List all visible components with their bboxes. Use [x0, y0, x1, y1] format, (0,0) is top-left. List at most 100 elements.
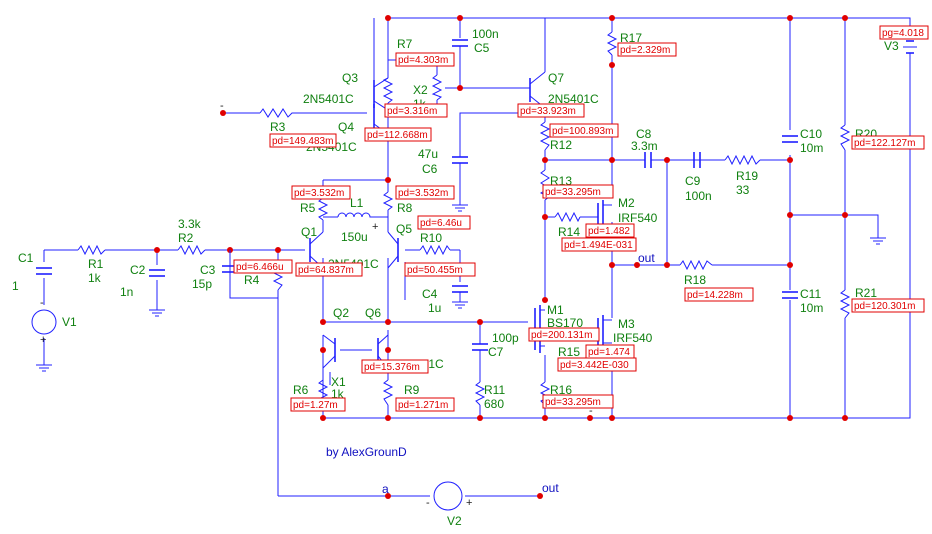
plus-sign-v1: + [40, 334, 46, 346]
credit-text: by AlexGrounD [326, 445, 407, 459]
readout-v3: pg=4.018 [882, 28, 924, 39]
value-c5: 100n [472, 27, 499, 41]
readout-q3: pd=112.668m [367, 130, 428, 141]
l1-coil [337, 212, 375, 218]
label-c5: C5 [474, 41, 490, 55]
minus-sign-v1: - [40, 297, 44, 309]
readout-m3: pd=1.474 [588, 347, 630, 358]
readout-r8: pd=3.532m [398, 188, 448, 199]
label-m2: M2 [618, 196, 635, 210]
label-r19: R19 [736, 169, 758, 183]
label-q6: Q6 [365, 306, 381, 320]
label-c2: C2 [130, 263, 146, 277]
readout-r9: pd=1.271m [398, 400, 448, 411]
value-r2: 3.3k [178, 217, 202, 231]
value-c3: 15p [192, 277, 212, 291]
label-r21: R21 [855, 286, 877, 300]
readout-r16: pd=33.295m [545, 397, 601, 408]
readouts: pd=4.303m pd=3.316m pd=112.668m pd=149.4… [233, 25, 929, 412]
label-c3: C3 [200, 263, 216, 277]
plus-sign-l1: + [372, 221, 378, 233]
label-r12: R12 [550, 138, 572, 152]
model-q7: 2N5401C [548, 92, 599, 106]
label-l1: L1 [350, 196, 364, 210]
readout-r12: pd=100.893m [552, 126, 613, 137]
net-out-label-v2: out [542, 481, 559, 495]
label-c8: C8 [636, 127, 652, 141]
label-r3: R3 [270, 120, 286, 134]
label-r10: R10 [420, 231, 442, 245]
value-c1: 1 [12, 279, 19, 293]
label-q5: Q5 [396, 222, 412, 236]
net-out-label: out [638, 251, 655, 265]
wires [43, 17, 911, 497]
model-q3: 2N5401C [303, 92, 354, 106]
label-c9: C9 [685, 174, 701, 188]
label-r16: R16 [550, 383, 572, 397]
value-c4: 1u [428, 301, 441, 315]
label-r6: R6 [293, 383, 309, 397]
minus-sign-v2: - [426, 497, 430, 509]
value-l1: 150u [341, 230, 368, 244]
label-c6: C6 [422, 162, 438, 176]
value-r1: 1k [88, 271, 102, 285]
value-r19: 33 [736, 183, 750, 197]
readout-q1: pd=64.837m [298, 265, 354, 276]
label-r14: R14 [558, 225, 580, 239]
label-c7: C7 [488, 345, 504, 359]
value-c6: 47u [418, 147, 438, 161]
label-c11: C11 [800, 287, 821, 301]
label-r7: R7 [397, 37, 413, 51]
label-c1: C1 [18, 251, 34, 265]
readout-l1: pd=6.46u [420, 218, 462, 229]
label-v3: V3 [884, 39, 899, 53]
label-v2: V2 [447, 514, 462, 528]
label-r15: R15 [558, 345, 580, 359]
readout-m2: pd=1.482 [588, 226, 630, 237]
readout-r18: pd=14.228m [687, 290, 743, 301]
readout-r17: pd=2.329m [620, 45, 670, 56]
label-r17: R17 [620, 31, 642, 45]
label-r2: R2 [178, 231, 194, 245]
label-r9: R9 [404, 383, 420, 397]
value-r11: 680 [484, 397, 504, 411]
net-a-label: a [382, 482, 389, 496]
label-r8: R8 [397, 201, 413, 215]
transistor-symbols [309, 71, 612, 369]
readout-r13: pd=33.295m [545, 187, 601, 198]
label-q2: Q2 [333, 306, 349, 320]
value-c11: 10m [800, 301, 823, 315]
label-c4: C4 [422, 287, 438, 301]
net-labels: out out a - - + + - - + by AlexGrounD [40, 100, 655, 509]
label-m1: M1 [547, 303, 564, 317]
value-c7: 100p [492, 331, 519, 345]
value-c2: 1n [120, 285, 133, 299]
label-x2: X2 [413, 83, 428, 97]
label-r18: R18 [684, 273, 706, 287]
readout-r10: pd=50.455m [407, 265, 463, 276]
readout-r15: pd=3.442E-030 [560, 360, 629, 371]
readout-m1: pd=200.131m [531, 330, 592, 341]
label-r5: R5 [300, 201, 316, 215]
readout-r20: pd=122.127m [854, 138, 915, 149]
value-c9: 100n [685, 189, 712, 203]
label-m3: M3 [618, 317, 635, 331]
label-c10: C10 [800, 127, 822, 141]
net-minus-label: - [220, 100, 224, 112]
label-x1: X1 [331, 375, 346, 389]
model-m3: IRF540 [613, 331, 653, 345]
readout-r6: pd=1.27m [293, 400, 338, 411]
model-m1: BS170 [547, 316, 583, 330]
model-m2: IRF540 [618, 211, 658, 225]
label-q4: Q4 [338, 120, 354, 134]
label-q7: Q7 [548, 71, 564, 85]
value-c10: 10m [800, 141, 823, 155]
minus-sign-bottom: - [589, 405, 593, 417]
value-c8: 3.3m [631, 139, 658, 153]
label-q3: Q3 [342, 71, 358, 85]
readout-q2: pd=15.376m [364, 362, 420, 373]
label-r4: R4 [244, 273, 260, 287]
readout-c3: pd=6.466u [236, 262, 284, 273]
readout-q7: pd=33.923m [520, 106, 576, 117]
